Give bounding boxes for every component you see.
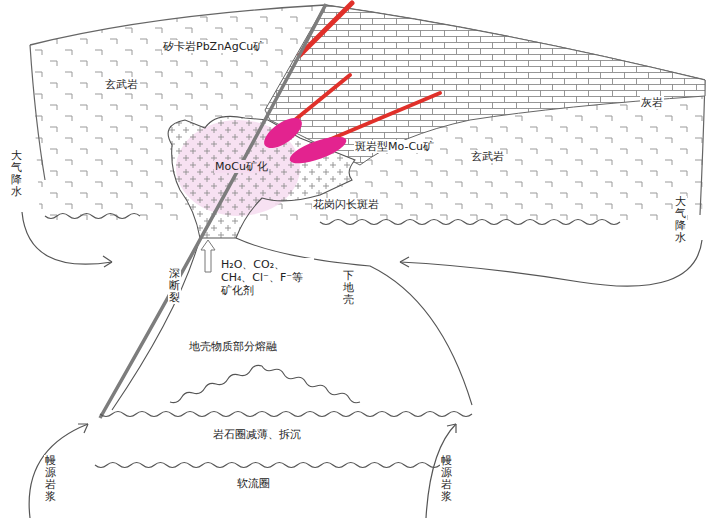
magma-label: 幔源岩浆 [44,455,57,503]
wave-line [45,214,140,219]
fluid-label: H₂O、CO₂、CH₄、Cl⁻、F⁻等矿化剂 [220,258,314,298]
wave-line [170,365,262,402]
crust-edge [30,45,45,180]
water-arrow [22,212,112,264]
process-label: 地壳物质部分熔融 [188,340,278,353]
rock-label: 花岗闪长斑岩 [312,198,380,211]
basalt-region [30,5,705,222]
porphyry-orebody [287,131,350,168]
fault-label: 深断裂 [168,268,181,304]
ore-label: MoCu矿化 [214,160,269,173]
granodiorite-porphyry [168,116,355,238]
layer-label: 软流圈 [236,477,271,490]
ore-label: 斑岩型Mo-Cu矿 [354,140,435,153]
fluid-arrow [201,240,215,272]
water-label: 大气降水 [674,196,687,244]
ore-label: 矽卡岩PbZnAgCu矿 [162,40,265,53]
water-arrow [400,240,702,286]
wave-lines [45,214,620,468]
process-label: 岩石圈减薄、拆沉 [212,428,302,441]
magma-arrow [426,424,456,518]
magma-label: 幔源岩浆 [440,455,453,503]
layer-label: 下地壳 [342,270,355,306]
crust-edge [700,80,705,215]
rock-label: 玄武岩 [470,150,505,163]
wave-line [100,412,472,417]
deep-fault [100,4,326,418]
wave-line [320,220,620,225]
wave-line [262,366,360,403]
water-label: 大气降水 [10,150,23,198]
rock-label: 玄武岩 [104,78,139,91]
skarn-vein [300,3,352,55]
rock-label: 灰岩 [640,96,664,109]
wave-line [95,463,440,468]
magma-arrow [29,424,88,518]
